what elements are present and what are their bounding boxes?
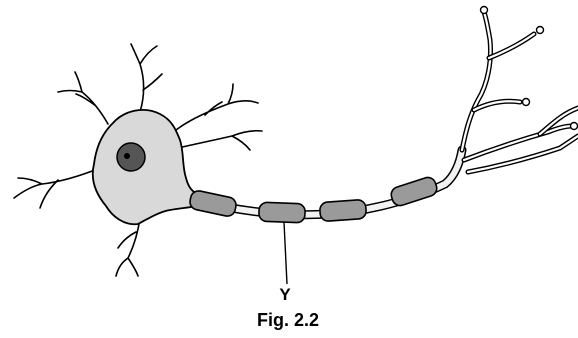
synaptic-knob [481, 7, 488, 14]
terminal-knobs [481, 7, 578, 130]
dendrite [176, 84, 258, 130]
pointer-label-y: Y [279, 285, 291, 304]
axon-terminals [462, 12, 578, 172]
nucleolus [124, 153, 130, 159]
nucleus [117, 143, 145, 171]
dendrite [58, 72, 108, 124]
dendrite [131, 44, 162, 112]
figure-caption: Fig. 2.2 [257, 310, 319, 330]
dendrite [14, 168, 100, 208]
myelin-segment [319, 199, 366, 221]
cell-body [93, 110, 198, 224]
synaptic-knob [523, 99, 530, 106]
myelin-segment [189, 189, 238, 217]
synaptic-knob [537, 27, 544, 34]
myelin-segment [259, 202, 306, 223]
synaptic-knob [571, 123, 578, 130]
dendrite [178, 131, 262, 150]
dendrite [116, 218, 140, 276]
label-pointer-line [284, 222, 287, 284]
myelin-segment [389, 175, 439, 207]
